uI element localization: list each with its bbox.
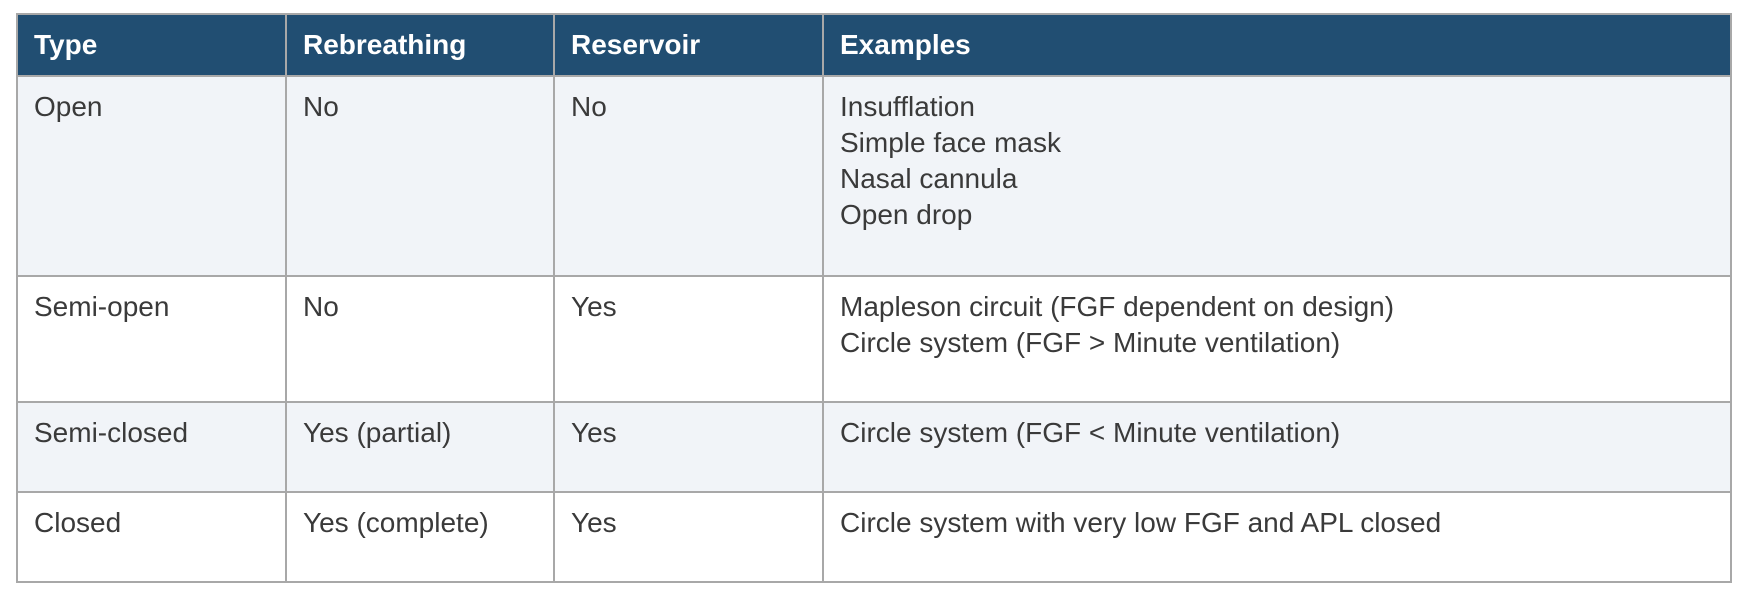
table-row-closed: Closed Yes (complete) Yes Circle system … <box>17 492 1731 583</box>
cell-type: Closed <box>17 492 287 583</box>
example-item: Circle system (FGF > Minute ventilation) <box>840 327 1341 358</box>
cell-rebreathing: No <box>286 76 555 277</box>
cell-type: Semi-open <box>17 276 287 403</box>
cell-examples: Circle system with very low FGF and APL … <box>823 492 1731 583</box>
cell-type: Semi-closed <box>17 402 287 493</box>
example-item: Open drop <box>840 199 973 230</box>
table-row-open: Open No No Insufflation Simple face mask… <box>17 76 1731 277</box>
cell-examples: Insufflation Simple face mask Nasal cann… <box>823 76 1731 277</box>
table-body: Open No No Insufflation Simple face mask… <box>17 76 1731 583</box>
table-header: Type Rebreathing Reservoir Examples <box>17 14 1731 77</box>
column-header-rebreathing: Rebreathing <box>286 14 555 77</box>
example-item: Circle system (FGF < Minute ventilation) <box>840 417 1341 448</box>
example-item: Simple face mask <box>840 127 1061 158</box>
cell-rebreathing: Yes (complete) <box>286 492 555 583</box>
cell-type: Open <box>17 76 287 277</box>
cell-examples: Mapleson circuit (FGF dependent on desig… <box>823 276 1731 403</box>
cell-rebreathing: No <box>286 276 555 403</box>
cell-reservoir: No <box>554 76 824 277</box>
example-item: Mapleson circuit (FGF dependent on desig… <box>840 291 1395 322</box>
breathing-systems-table: Type Rebreathing Reservoir Examples Open… <box>16 13 1732 583</box>
cell-reservoir: Yes <box>554 402 824 493</box>
cell-reservoir: Yes <box>554 276 824 403</box>
column-header-reservoir: Reservoir <box>554 14 824 77</box>
table-row-semi-open: Semi-open No Yes Mapleson circuit (FGF d… <box>17 276 1731 403</box>
cell-rebreathing: Yes (partial) <box>286 402 555 493</box>
breathing-systems-table-container: Type Rebreathing Reservoir Examples Open… <box>16 13 1732 583</box>
cell-reservoir: Yes <box>554 492 824 583</box>
example-item: Insufflation <box>840 91 975 122</box>
table-row-semi-closed: Semi-closed Yes (partial) Yes Circle sys… <box>17 402 1731 493</box>
cell-examples: Circle system (FGF < Minute ventilation) <box>823 402 1731 493</box>
example-item: Nasal cannula <box>840 163 1018 194</box>
column-header-examples: Examples <box>823 14 1731 77</box>
example-item: Circle system with very low FGF and APL … <box>840 507 1442 538</box>
column-header-type: Type <box>17 14 287 77</box>
header-row: Type Rebreathing Reservoir Examples <box>17 14 1731 77</box>
